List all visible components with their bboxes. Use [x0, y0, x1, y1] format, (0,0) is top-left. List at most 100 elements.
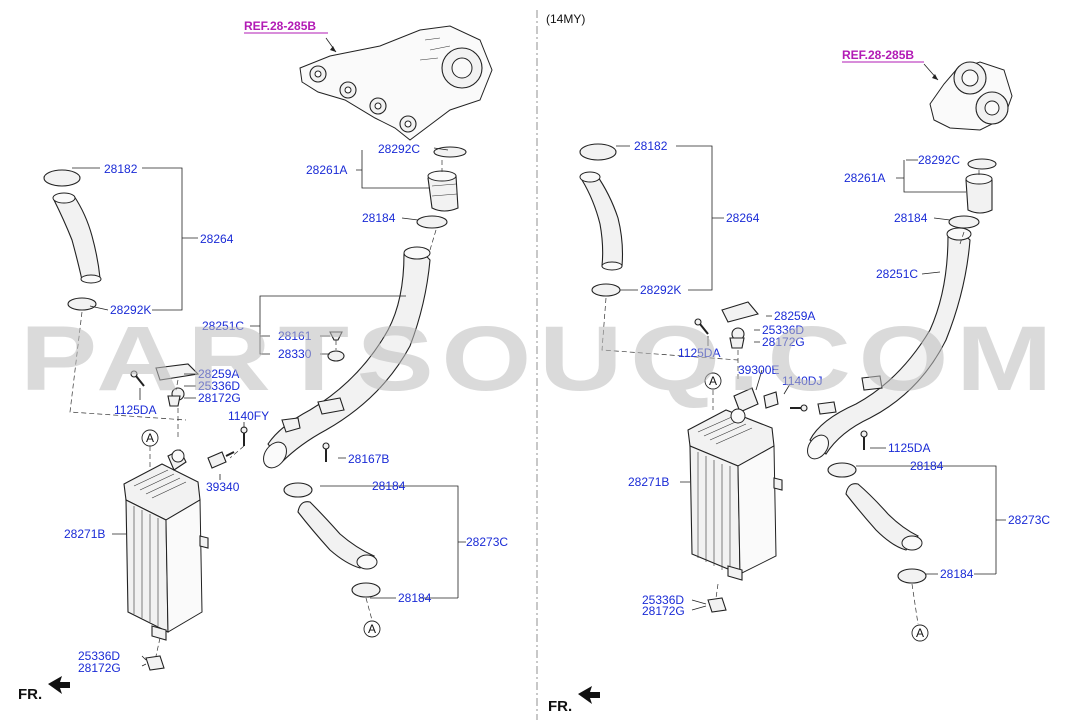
ref-label-right[interactable]: REF.28-285B — [842, 48, 914, 62]
marker-a-right-2: A — [911, 624, 929, 642]
sensor-39340-left — [207, 451, 235, 469]
bolt-1140dj-right — [790, 404, 808, 412]
part-28184-left-mid[interactable]: 28184 — [372, 479, 406, 493]
part-28161-left[interactable]: 28161 — [278, 329, 312, 343]
front-arrow-left-icon — [48, 676, 70, 694]
part-28251c-right[interactable]: 28251C — [876, 267, 918, 281]
part-28261a-left[interactable]: 28261A — [306, 163, 347, 177]
part-28273c-right[interactable]: 28273C — [1008, 513, 1050, 527]
part-28184-right-bottom[interactable]: 28184 — [940, 567, 974, 581]
part-28251c-left[interactable]: 28251C — [202, 319, 244, 333]
part-25336d-bottom-right[interactable]: 25336D — [642, 593, 684, 607]
part-1140dj-right[interactable]: 1140DJ — [782, 374, 822, 388]
part-25336d-left[interactable]: 25336D — [198, 379, 240, 393]
part-1125da-right[interactable]: 1125DA — [678, 346, 720, 360]
part-28172g-right[interactable]: 28172G — [762, 335, 805, 349]
front-arrow-right-icon — [578, 686, 600, 704]
turbo-right — [929, 61, 1013, 131]
sensor-39300e-right — [733, 387, 779, 413]
insulator-28172g-right — [729, 337, 745, 349]
part-1125da-left[interactable]: 1125DA — [114, 403, 156, 417]
pipe-28251c-right — [807, 227, 972, 460]
clamp-28184-left-mid — [283, 482, 313, 498]
clamp-28292k-right — [591, 283, 621, 297]
part-28271b-right[interactable]: 28271B — [628, 475, 669, 489]
clamp-28184-right-top — [948, 215, 980, 229]
leader-lines-left — [72, 147, 466, 667]
part-1140fy-left[interactable]: 1140FY — [228, 409, 269, 423]
watermark: PARTSOUQ.COM — [20, 308, 1060, 410]
part-28184-left-bottom[interactable]: 28184 — [398, 591, 432, 605]
part-28182-left[interactable]: 28182 — [104, 162, 138, 176]
part-28292k-left[interactable]: 28292K — [110, 303, 151, 317]
hose-28261a-left — [427, 170, 459, 212]
front-label-right: FR. — [548, 698, 572, 715]
hose-28273c-left — [297, 501, 378, 570]
marker-a-text: A — [709, 374, 717, 388]
part-28184-right-mid[interactable]: 28184 — [910, 459, 944, 473]
part-1125da-right-2[interactable]: 1125DA — [888, 441, 930, 455]
grommet-25336d-bottom-left — [145, 655, 165, 671]
marker-a-text: A — [368, 622, 376, 636]
part-39340-left[interactable]: 39340 — [206, 480, 240, 494]
bolt-28167b-left — [322, 442, 330, 462]
ref-label-left[interactable]: REF.28-285B — [244, 19, 316, 33]
part-28292c-left[interactable]: 28292C — [378, 142, 420, 156]
part-28292c-right[interactable]: 28292C — [918, 153, 960, 167]
front-label-left: FR. — [18, 686, 42, 703]
guide-lines-right — [601, 170, 980, 625]
bracket-28259a-left — [155, 363, 200, 381]
leader-lines-right — [616, 145, 1006, 611]
clamp-28184-left-bottom — [351, 582, 381, 598]
part-28271b-left[interactable]: 28271B — [64, 527, 105, 541]
pipe-28251c-left — [263, 246, 431, 469]
part-28167b-left[interactable]: 28167B — [348, 452, 389, 466]
part-28330-left[interactable]: 28330 — [278, 347, 312, 361]
part-28172g-left[interactable]: 28172G — [198, 391, 241, 405]
hose-28264-left — [52, 192, 102, 284]
clamp-28292k-left — [67, 297, 97, 311]
clamp-28182-right — [579, 143, 617, 161]
bracket-28259a-right — [721, 301, 759, 323]
hose-28273c-right — [845, 483, 923, 551]
bolt-1125da-left — [130, 370, 145, 387]
part-28172g-bottom-right[interactable]: 28172G — [642, 604, 685, 618]
ref-arrow-right — [932, 74, 938, 80]
marker-a-right-1: A — [704, 372, 722, 390]
part-28264-right[interactable]: 28264 — [726, 211, 760, 225]
part-25336d-right[interactable]: 25336D — [762, 323, 804, 337]
clamp-28184-left-top — [416, 215, 448, 229]
clamp-28184-right-bottom — [897, 568, 927, 584]
hose-28261a-right — [965, 173, 993, 214]
part-28259a-left[interactable]: 28259A — [198, 367, 239, 381]
part-28172g-bottom-left[interactable]: 28172G — [78, 661, 121, 675]
insulator-28172g-left — [167, 395, 181, 407]
part-28182-right[interactable]: 28182 — [634, 139, 668, 153]
bolt-1125da-right — [694, 318, 709, 335]
part-28184-right-top[interactable]: 28184 — [894, 211, 928, 225]
part-28261a-right[interactable]: 28261A — [844, 171, 885, 185]
part-25336d-bottom-left[interactable]: 25336D — [78, 649, 120, 663]
marker-a-text: A — [146, 431, 154, 445]
variant-label: (14MY) — [546, 12, 585, 26]
marker-a-left-2: A — [363, 620, 381, 638]
guide-lines-left — [69, 160, 443, 657]
turbo-manifold-left — [299, 25, 493, 141]
grommet-28330-left — [327, 350, 345, 362]
clamp-28184-right-mid — [827, 462, 857, 478]
clamp-28292c-right — [967, 158, 997, 170]
bolt-28161-left — [329, 331, 343, 341]
intercooler-28271b-right — [687, 408, 783, 581]
ref-arrow-left — [330, 46, 336, 52]
part-28273c-left[interactable]: 28273C — [466, 535, 508, 549]
part-28259a-right[interactable]: 28259A — [774, 309, 815, 323]
part-39300e-right[interactable]: 39300E — [738, 363, 779, 377]
bolt-1140fy-left — [240, 426, 248, 446]
part-28184-left-top[interactable]: 28184 — [362, 211, 396, 225]
part-28292k-right[interactable]: 28292K — [640, 283, 681, 297]
marker-a-left-1: A — [141, 429, 159, 447]
bolt-1125da-right-2 — [860, 430, 868, 450]
part-28264-left[interactable]: 28264 — [200, 232, 234, 246]
